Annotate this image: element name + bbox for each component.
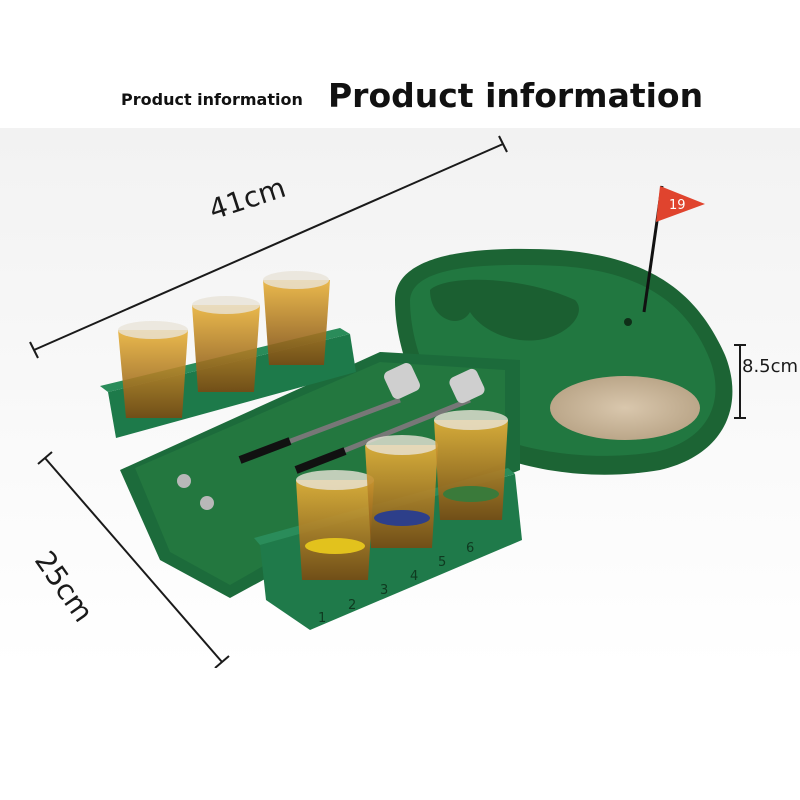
putter-club (294, 368, 485, 474)
flag-icon (656, 186, 705, 222)
product-info-title: Product information (328, 76, 704, 115)
golf-ball (200, 496, 214, 510)
rack-number: 2 (348, 598, 356, 613)
golf-hole (624, 318, 632, 326)
dimension-line-length (29, 135, 508, 359)
product-info-label-small: Product information (121, 90, 303, 109)
golf-ball (177, 474, 191, 488)
rack-number: 4 (410, 569, 418, 584)
rack-number: 6 (466, 541, 474, 556)
putter-club (238, 363, 420, 464)
flag-number: 19 (669, 198, 686, 213)
rack-number: 5 (438, 555, 446, 570)
shot-glass (118, 321, 188, 418)
shot-glass (263, 271, 330, 365)
height-label: 8.5cm (742, 356, 799, 377)
sand-bunker (550, 376, 700, 440)
shot-glass (192, 296, 260, 392)
dimension-line-height (734, 344, 746, 419)
rack-number: 1 (318, 611, 326, 626)
shot-glass (434, 410, 508, 520)
rack-number: 3 (380, 583, 388, 598)
shot-glass (296, 470, 374, 580)
shot-glass (365, 435, 438, 548)
green-ridge (430, 279, 579, 341)
product-photo: 19 (0, 128, 800, 668)
dimension-line-width (37, 451, 230, 668)
